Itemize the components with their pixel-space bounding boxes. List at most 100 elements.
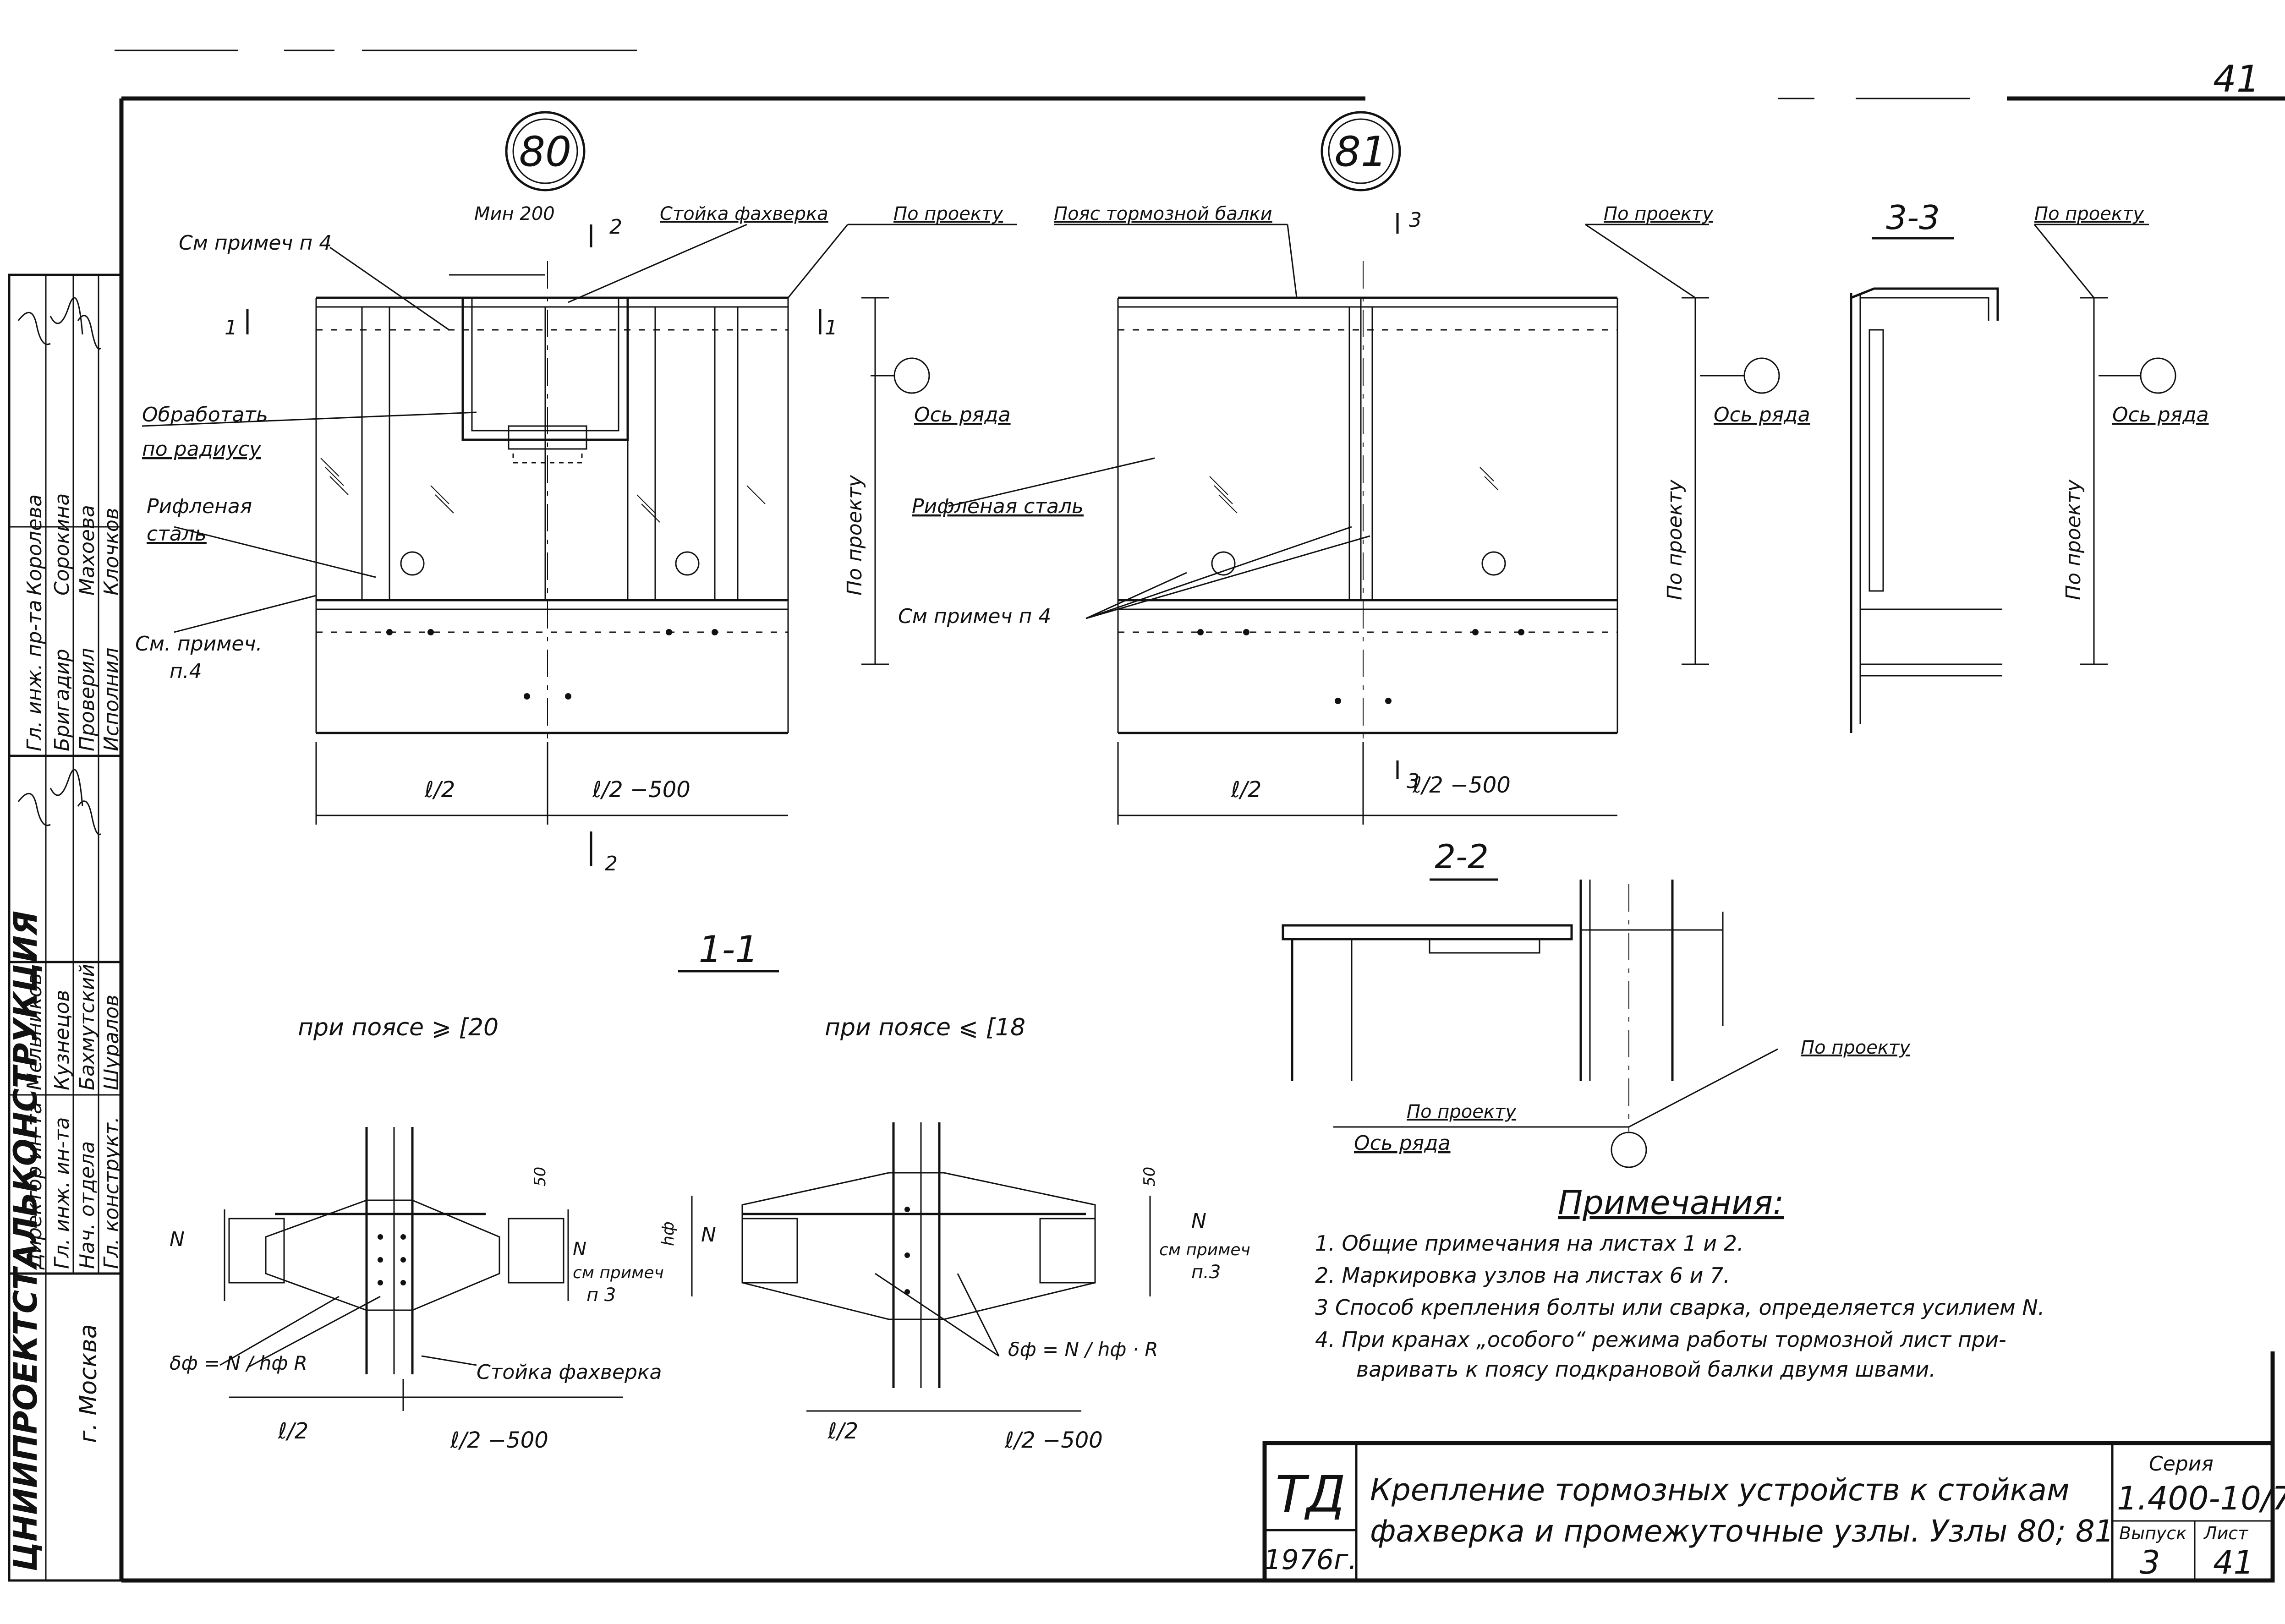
cut-3-bottom: 3 bbox=[1407, 770, 1419, 793]
cut-2-top: 2 bbox=[609, 215, 622, 239]
label-rifl-1: Рифленая bbox=[147, 495, 252, 518]
dim-l-half-11b: ℓ/2 bbox=[827, 1418, 859, 1444]
dim-l-half-11a: ℓ/2 bbox=[278, 1418, 309, 1444]
label-p3-2: п.3 bbox=[1191, 1262, 1221, 1283]
td-year: 1976г. bbox=[1264, 1544, 1357, 1576]
note-1: 1. Общие примечания на листах 1 и 2. bbox=[1315, 1231, 1744, 1256]
name-1: Мельников bbox=[23, 973, 46, 1090]
label-os-ryada-22: Ось ряда bbox=[1354, 1132, 1451, 1155]
section-2-2-title: 2-2 bbox=[1435, 837, 1489, 876]
role2-3: Проверил bbox=[76, 648, 99, 751]
node-81: 81 bbox=[948, 111, 1780, 825]
page-number: 41 bbox=[2213, 58, 2260, 100]
label-N-left1: N bbox=[170, 1228, 185, 1251]
label-po-proektu-22b: По проекту bbox=[1407, 1101, 1517, 1122]
formula-2: δф = N / hф · R bbox=[1008, 1338, 1158, 1361]
label-sm-primech-dot-1: См. примеч. bbox=[135, 632, 262, 656]
label-rifl-2: сталь bbox=[147, 522, 207, 546]
seria-label: Серия bbox=[2149, 1452, 2214, 1476]
role-4: Гл. конструкт. bbox=[100, 1116, 123, 1269]
label-dim50-1: 50 bbox=[531, 1167, 549, 1187]
label-dim50-2: 50 bbox=[1140, 1167, 1159, 1187]
name-4: Шуралов bbox=[100, 995, 123, 1090]
seria-value: 1.400-10/76 bbox=[2117, 1480, 2285, 1517]
label-sm-primech-p4-80: См примеч п 4 bbox=[179, 231, 332, 255]
label-N-left2: N bbox=[701, 1223, 716, 1247]
dim-l-half-500-11a: ℓ/2 −500 bbox=[450, 1427, 548, 1453]
role-2: Гл. инж. ин-та bbox=[50, 1117, 74, 1269]
signature bbox=[17, 769, 102, 836]
note-3: 3 Способ крепления болты или сварка, опр… bbox=[1315, 1295, 2044, 1320]
note-4: 4. При кранах „особого“ режима работы то… bbox=[1315, 1327, 2006, 1352]
side-stamp: ЦНИИПРОЕКТСТАЛЬКОНСТРУКЦИЯ г. Москва Дир… bbox=[7, 273, 123, 1582]
cut-1-right: 1 bbox=[825, 316, 838, 339]
section-1-1-title: 1-1 bbox=[699, 928, 759, 971]
section-3-3 bbox=[1850, 224, 2176, 733]
note-2: 2. Маркировка узлов на листах 6 и 7. bbox=[1315, 1263, 1730, 1288]
role2-4: Исполнил bbox=[100, 648, 123, 751]
label-po-proektu-80: По проекту bbox=[893, 203, 1003, 224]
label-po-proektu-vert-80: По проекту bbox=[843, 475, 866, 596]
label-sm-primech-dot-2: п.4 bbox=[170, 660, 202, 683]
cut-1-left: 1 bbox=[225, 316, 237, 339]
name-3: Бахмутский bbox=[76, 964, 99, 1090]
label-obrabatat-2: по радиусу bbox=[142, 437, 262, 461]
label-po-proektu-vert-33: По проекту bbox=[2062, 479, 2085, 600]
section-1-1 bbox=[219, 970, 1151, 1412]
notes-title: Примечания: bbox=[1558, 1183, 1784, 1222]
title-line-2: фахверка и промежуточные узлы. Узлы 80; … bbox=[1370, 1514, 2114, 1549]
name2-3: Махоева bbox=[76, 505, 99, 596]
role2-2: Бригадир bbox=[50, 649, 74, 751]
label-po-proektu-81: По проекту bbox=[1604, 203, 1714, 224]
label-N-sm-1: см примеч bbox=[573, 1263, 664, 1282]
label-po-proektu-vert-81: По проекту bbox=[1663, 479, 1687, 600]
name-2: Кузнецов bbox=[50, 990, 74, 1090]
role-1: Директор ин-та bbox=[23, 1102, 46, 1270]
frame bbox=[119, 96, 2275, 1583]
dim-l-half-500-80: ℓ/2 −500 bbox=[592, 777, 690, 803]
label-po-proektu-22a: По проекту bbox=[1801, 1037, 1911, 1058]
node-80-label: 80 bbox=[519, 128, 572, 176]
signature bbox=[17, 297, 102, 350]
role-3: Нач. отдела bbox=[76, 1141, 99, 1269]
section-2-2 bbox=[1282, 878, 1778, 1168]
cut-3-top: 3 bbox=[1409, 208, 1422, 232]
name2-1: Королева bbox=[23, 494, 46, 596]
label-hf: hф bbox=[659, 1221, 678, 1246]
label-N-right2: N bbox=[1191, 1209, 1206, 1233]
label-N-sm-2: см примеч bbox=[1159, 1241, 1250, 1259]
title-line-1: Крепление тормозных устройств к стойкам bbox=[1370, 1472, 2070, 1508]
formula-1: δф = N / hф R bbox=[170, 1352, 307, 1374]
label-os-ryada-81: Ось ряда bbox=[1714, 403, 1810, 427]
label-N-right1: N bbox=[573, 1239, 586, 1260]
td-mark: ТД bbox=[1275, 1465, 1345, 1524]
list-label: Лист bbox=[2203, 1523, 2249, 1543]
vypusk-value: 3 bbox=[2140, 1544, 2160, 1581]
section-3-3-title: 3-3 bbox=[1886, 198, 1940, 237]
label-obrabatat-1: Обработать bbox=[142, 403, 268, 427]
label-os-ryada-80: Ось ряда bbox=[914, 403, 1011, 427]
name2-2: Сорокина bbox=[50, 493, 74, 596]
label-stoika-11: Стойка фахверка bbox=[477, 1361, 662, 1384]
label-p3-1: п 3 bbox=[586, 1285, 616, 1306]
list-value: 41 bbox=[2213, 1544, 2254, 1581]
org-city: г. Москва bbox=[75, 1324, 102, 1443]
label-po-proektu-33: По проекту bbox=[2034, 203, 2144, 224]
top-edge bbox=[115, 49, 2285, 101]
label-os-ryada-33: Ось ряда bbox=[2112, 403, 2209, 427]
title-block: ТД 1976г. Крепление тормозных устройств … bbox=[1262, 1441, 2285, 1583]
cut-2-bottom: 2 bbox=[605, 852, 618, 875]
label-poyas-c18: при поясе ⩽ [18 bbox=[825, 1014, 1025, 1041]
vypusk-label: Выпуск bbox=[2119, 1523, 2186, 1543]
label-poyas-c20: при поясе ⩾ [20 bbox=[298, 1014, 499, 1041]
label-sm-primech-p4-81: См примеч п 4 bbox=[898, 605, 1051, 628]
name2-4: Клочков bbox=[100, 508, 123, 596]
note-5: варивать к поясу подкрановой балки двумя… bbox=[1356, 1357, 1936, 1382]
node-80: 80 bbox=[142, 111, 1017, 866]
dim-l-half-81: ℓ/2 bbox=[1231, 777, 1262, 803]
dim-l-half-500-11b: ℓ/2 −500 bbox=[1004, 1427, 1103, 1453]
role2-1: Гл. инж. пр-та bbox=[23, 600, 46, 751]
label-poyas-tormoznoy: Пояс тормозной балки bbox=[1054, 203, 1272, 224]
label-min200: Мин 200 bbox=[474, 203, 555, 224]
